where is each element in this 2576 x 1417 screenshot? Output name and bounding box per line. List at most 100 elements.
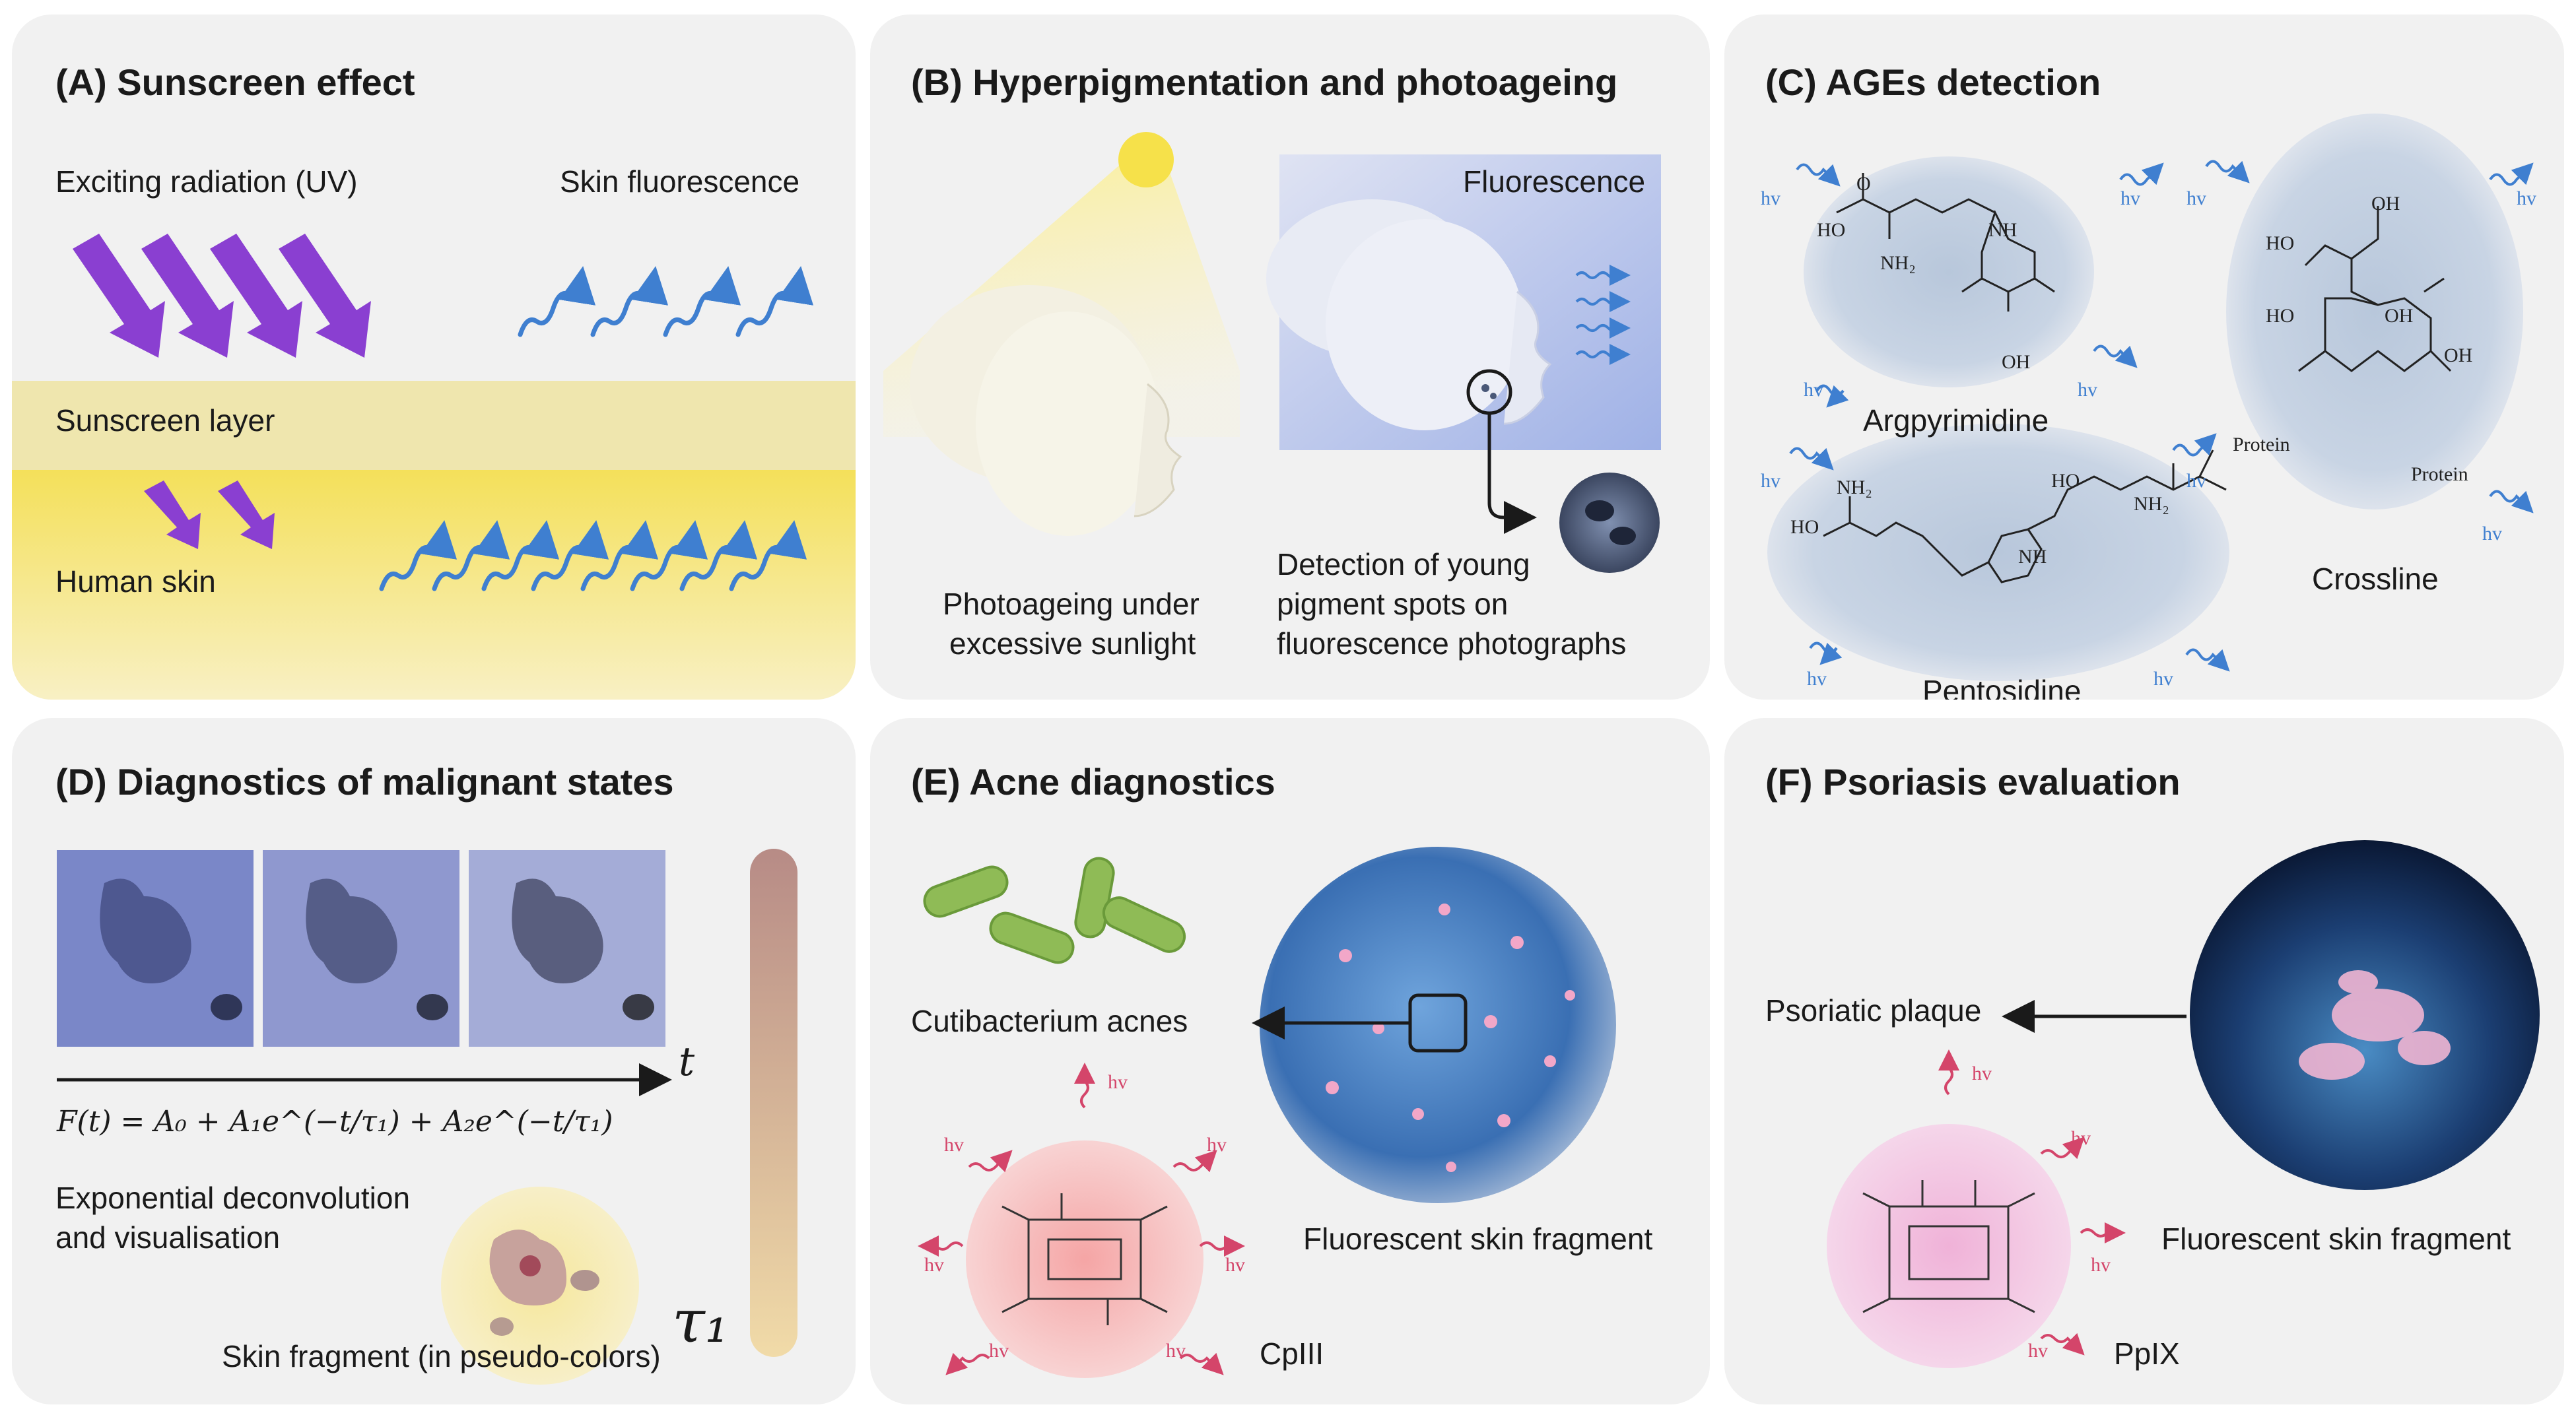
hv-f-1: hv bbox=[1972, 1063, 1992, 1084]
cross-atom-protein-left: Protein bbox=[2233, 434, 2290, 455]
cross-atom-oh-right: OH bbox=[2444, 345, 2473, 366]
pent-atom-hn: NH bbox=[2018, 546, 2047, 568]
cross-atom-ho-1: HO bbox=[2266, 232, 2295, 254]
pent-atom-nh2-left: NH₂ bbox=[1837, 477, 1872, 498]
lesion-1 bbox=[100, 878, 191, 983]
arg-atom-o: O bbox=[1856, 173, 1871, 195]
hv-e-7: hv bbox=[1166, 1340, 1186, 1362]
cp3-blob bbox=[966, 1140, 1203, 1378]
panel-e-title: (E) Acne diagnostics bbox=[911, 761, 1275, 803]
pent-atom-ho: HO bbox=[1790, 516, 1819, 538]
hv-f-2: hv bbox=[2071, 1127, 2091, 1149]
exciting-radiation-label: Exciting radiation (UV) bbox=[55, 164, 358, 199]
psoriasis-fragment-label: Fluorescent skin fragment bbox=[2161, 1222, 2511, 1256]
hv-e-2: hv bbox=[944, 1134, 964, 1156]
uv-arrow-icons bbox=[73, 234, 371, 549]
panel-sunscreen-effect: (A) Sunscreen effect Exciting radiation … bbox=[12, 15, 856, 700]
hv-e-5: hv bbox=[1225, 1254, 1245, 1276]
tau-scale-bar bbox=[750, 849, 797, 1357]
pent-atom-nh2-right: NH₂ bbox=[2134, 493, 2169, 515]
fluorescence-wave-icons bbox=[518, 266, 814, 337]
hv-e-3: hv bbox=[1207, 1134, 1227, 1156]
malignant-diagram bbox=[57, 849, 797, 1385]
cp3-structure bbox=[1001, 1193, 1168, 1325]
hv-label-9: hv bbox=[1807, 668, 1827, 690]
argpyrimidine-structure bbox=[1836, 173, 2055, 312]
argpyrimidine-blob bbox=[1804, 156, 2094, 387]
acne-diagram bbox=[918, 847, 1616, 1378]
hv-label-7: hv bbox=[1761, 470, 1780, 492]
panel-acne-diagnostics: (E) Acne diagnostics Cutibacterium acnes… bbox=[870, 718, 1710, 1404]
ages-diagram bbox=[1767, 114, 2534, 681]
bacteria-icon bbox=[923, 857, 1186, 964]
arg-atom-nh: NH bbox=[1988, 219, 2017, 241]
argpyrimidine-label: Argpyrimidine bbox=[1863, 403, 2049, 438]
psoriatic-plaque-spots bbox=[2299, 970, 2451, 1080]
skin-fluorescence-wave-icons bbox=[379, 520, 807, 591]
fluorescence-label: Fluorescence bbox=[1463, 164, 1646, 199]
photoageing-line-1: Photoageing under bbox=[943, 587, 1200, 621]
acne-fragment-label: Fluorescent skin fragment bbox=[1303, 1222, 1653, 1256]
ppix-structure bbox=[1862, 1180, 2035, 1313]
ppix-blob bbox=[1827, 1124, 2071, 1368]
head-sculpture-icon bbox=[910, 285, 1182, 536]
crossline-label: Crossline bbox=[2312, 562, 2439, 596]
acne-skin-photo bbox=[1260, 847, 1616, 1203]
panel-malignant-diagnostics: (D) Diagnostics of malignant states t F(… bbox=[12, 718, 856, 1404]
hv-f-4: hv bbox=[2028, 1340, 2048, 1362]
arg-atom-nh2: NH₂ bbox=[1880, 252, 1916, 274]
arg-atom-oh: OH bbox=[2002, 351, 2031, 373]
fluorescence-waves-icon bbox=[1575, 265, 1631, 365]
crossline-blob bbox=[2226, 114, 2523, 510]
hv-label-10: hv bbox=[2153, 668, 2173, 690]
ppix-label: PpIX bbox=[2114, 1336, 2180, 1371]
psoriasis-diagram bbox=[1827, 840, 2540, 1368]
sunscreen-layer-label: Sunscreen layer bbox=[55, 403, 275, 438]
hv-label-11: hv bbox=[2482, 523, 2502, 544]
sunscreen-layer-band bbox=[12, 381, 856, 470]
skin-fluorescence-label: Skin fluorescence bbox=[560, 164, 800, 199]
pigment-spot-zoom bbox=[1559, 473, 1660, 573]
panel-b-title: (B) Hyperpigmentation and photoageing bbox=[911, 61, 1618, 103]
skin-fragment-label: Skin fragment (in pseudo-colors) bbox=[222, 1339, 661, 1373]
hv-label-4: hv bbox=[2078, 379, 2097, 401]
hv-red-icons bbox=[918, 1063, 1245, 1375]
human-skin-label: Human skin bbox=[55, 564, 216, 599]
panel-c-title: (C) AGEs detection bbox=[1765, 61, 2101, 103]
cross-atom-oh-mid: OH bbox=[2385, 305, 2414, 327]
zoom-arrow bbox=[1487, 413, 1537, 534]
hv-label-2: hv bbox=[2120, 187, 2140, 209]
cross-atom-ho-2: HO bbox=[2266, 305, 2295, 327]
hv-label-1: hv bbox=[1761, 187, 1780, 209]
hv-label-5: hv bbox=[2186, 187, 2206, 209]
lesion-2 bbox=[306, 878, 397, 983]
detection-line-1: Detection of young bbox=[1277, 547, 1530, 581]
hv-blue-icons bbox=[1789, 160, 2534, 672]
detection-line-2: pigment spots on bbox=[1277, 587, 1508, 621]
tau-label: τ₁ bbox=[672, 1287, 729, 1356]
hv-label-6: hv bbox=[2517, 187, 2536, 209]
hv-label-8: hv bbox=[2186, 470, 2206, 492]
hyperpigmentation-diagram bbox=[883, 132, 1661, 573]
psoriatic-plaque-label: Psoriatic plaque bbox=[1765, 993, 1982, 1028]
bacterium-label: Cutibacterium acnes bbox=[911, 1004, 1188, 1038]
lesion-3 bbox=[512, 878, 603, 983]
hv-label-3: hv bbox=[1804, 379, 1823, 401]
arg-atom-ho: HO bbox=[1817, 219, 1846, 241]
cross-atom-oh-top: OH bbox=[2371, 193, 2400, 214]
panel-f-title: (F) Psoriasis evaluation bbox=[1765, 761, 2181, 803]
panel-a-title: (A) Sunscreen effect bbox=[55, 61, 415, 103]
panel-hyperpigmentation: (B) Hyperpigmentation and photoageing Fl… bbox=[870, 15, 1710, 700]
deconvolution-line-2: and visualisation bbox=[55, 1220, 281, 1255]
photoageing-line-2: excessive sunlight bbox=[949, 626, 1196, 661]
cp3-label: CpIII bbox=[1260, 1336, 1324, 1371]
pentosidine-blob bbox=[1767, 424, 2229, 681]
decay-formula: F(t) = A₀ + A₁e^(−t/τ₁) + A₂e^(−t/τ₁) bbox=[57, 1105, 613, 1138]
pent-atom-ho-right: HO bbox=[2051, 470, 2080, 492]
sun-icon bbox=[1118, 132, 1174, 187]
deconvolution-line-1: Exponential deconvolution bbox=[55, 1181, 411, 1215]
hv-e-4: hv bbox=[924, 1254, 944, 1276]
panel-d-title: (D) Diagnostics of malignant states bbox=[55, 761, 674, 803]
pentosidine-label: Pentosidine bbox=[1922, 674, 2082, 700]
hv-e-6: hv bbox=[989, 1340, 1009, 1362]
